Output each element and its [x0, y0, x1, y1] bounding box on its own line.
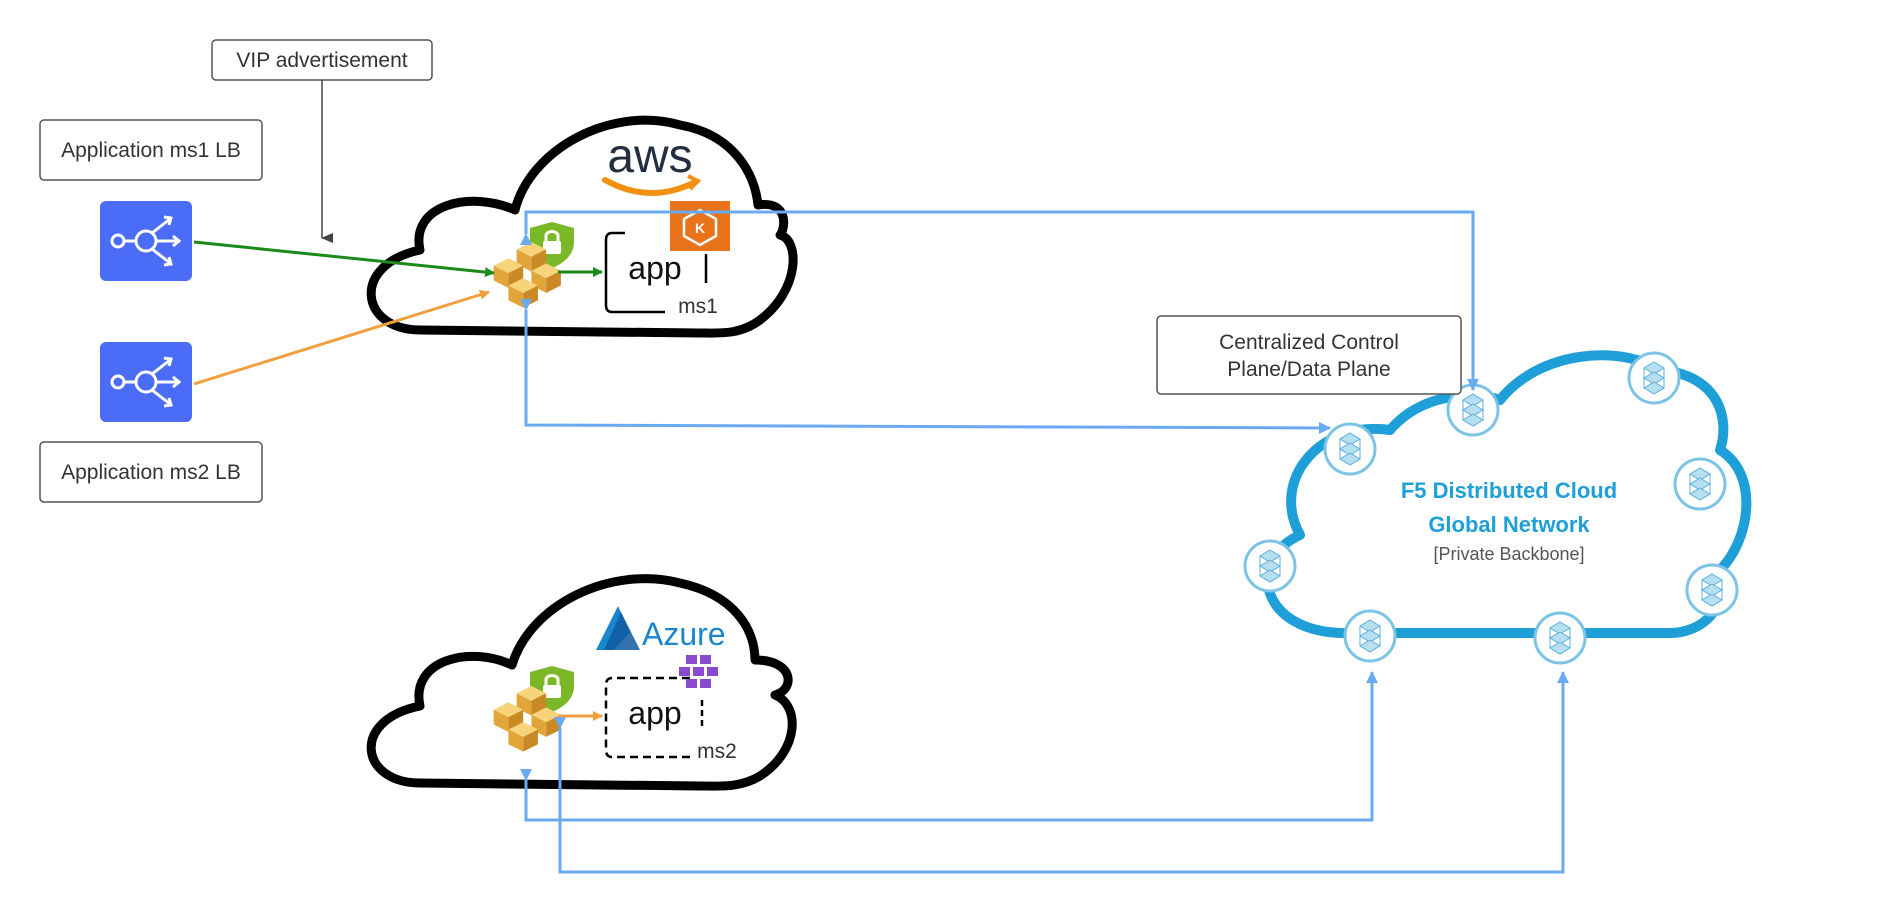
network-node-icon [1673, 457, 1727, 511]
azure-logo-icon [596, 606, 640, 650]
network-node-icon [1627, 351, 1681, 405]
network-node-icon [1243, 539, 1297, 593]
aws-smile-icon [602, 177, 698, 196]
f5-title-line1: F5 Distributed Cloud [1401, 478, 1617, 503]
f5-subtitle: [Private Backbone] [1433, 544, 1584, 564]
f5-title-line2: Global Network [1428, 512, 1590, 537]
vip-advertisement-box: VIP advertisement [211, 39, 433, 81]
aws-eks-icon: K [670, 201, 730, 251]
azure-ms2-label: ms2 [697, 740, 737, 763]
svg-text:K: K [695, 220, 705, 236]
f5-cloud-shape [1262, 350, 1752, 638]
azure-app-label: app [628, 695, 681, 731]
ms2-lb-label: Application ms2 LB [61, 461, 241, 484]
ms2-load-balancer-icon [98, 340, 194, 424]
control-plane-label-line2: Plane/Data Plane [1227, 358, 1390, 381]
control-plane-label-box: Centralized Control Plane/Data Plane [1156, 315, 1462, 395]
ms1-lb-label: Application ms1 LB [61, 139, 241, 162]
aws-to-f5-mid-link [520, 299, 1331, 434]
vip-advertisement-label: VIP advertisement [236, 49, 407, 72]
azure-to-f5-link-1 [520, 671, 1378, 822]
control-plane-label-line1: Centralized Control [1219, 331, 1399, 354]
ms1-lb-label-box: Application ms1 LB [39, 119, 263, 181]
azure-logo: Azure [596, 606, 726, 652]
ms2-to-gateway-arrow [193, 289, 490, 386]
azure-logo-text: Azure [642, 616, 726, 652]
azure-to-f5-link-2 [554, 671, 1569, 874]
ms1-to-gateway-arrow [193, 240, 495, 278]
network-node-icon [1685, 563, 1739, 617]
ms1-load-balancer-icon [98, 199, 194, 283]
ms2-lb-label-box: Application ms2 LB [39, 441, 263, 503]
aws-logo: aws [602, 130, 702, 196]
aws-ms1-label: ms1 [678, 295, 718, 318]
network-node-icon [1533, 611, 1587, 665]
network-node-icon [1343, 609, 1397, 663]
aws-app-label: app [628, 250, 681, 286]
network-node-icon [1323, 422, 1377, 476]
aws-logo-text: aws [607, 130, 692, 183]
aws-to-f5-top-link [520, 210, 1479, 391]
